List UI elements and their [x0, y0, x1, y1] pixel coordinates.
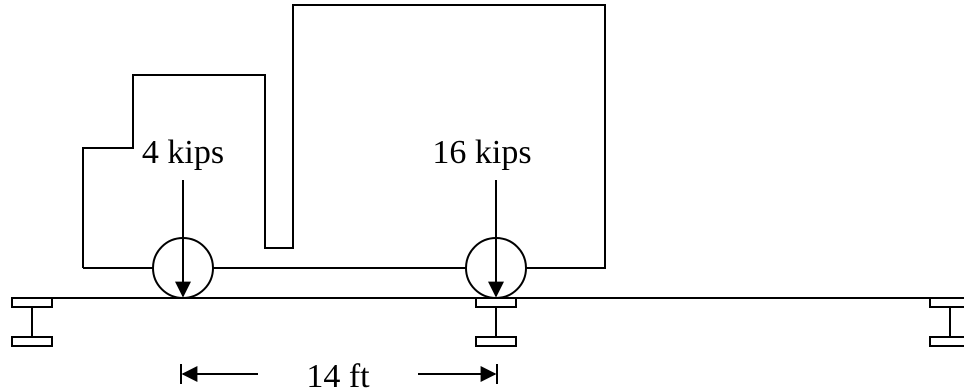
truck-cab-outline [82, 4, 606, 269]
left-support [11, 297, 53, 347]
front-load-label: 4 kips [142, 134, 224, 171]
middle-support [475, 297, 517, 347]
truck-body [82, 4, 606, 269]
rear-load-label: 16 kips [432, 134, 531, 171]
spacing-label: 14 ft [306, 358, 370, 390]
spacing-dimension [180, 364, 498, 384]
right-support [929, 297, 964, 347]
